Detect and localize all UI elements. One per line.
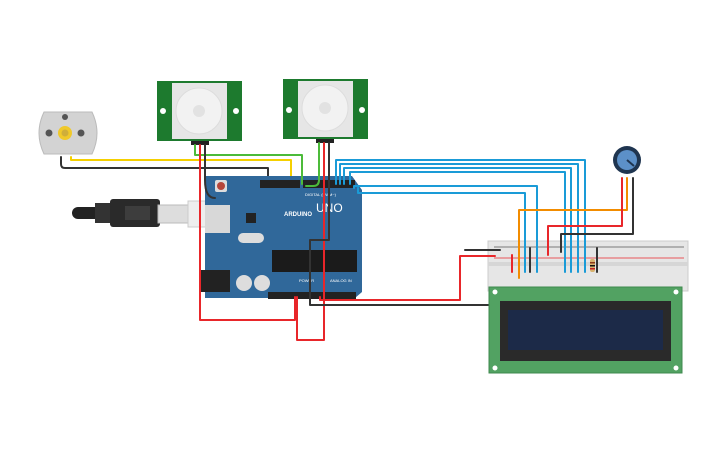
wire-blue-4[interactable]	[349, 171, 566, 273]
resistor[interactable]	[590, 259, 595, 272]
wire-yellow-motor[interactable]	[70, 156, 292, 185]
wire-black-motor[interactable]	[60, 156, 269, 185]
wire-red-pir1[interactable]	[199, 144, 296, 321]
wire-blue-5[interactable]	[353, 185, 538, 273]
arduino-uno[interactable]: ARDUINO UNO DIGITAL (PWM~) POWER ANALOG …	[200, 176, 362, 299]
digital-label: DIGITAL (PWM~)	[305, 192, 337, 197]
wire-red-pot[interactable]	[547, 177, 623, 256]
analog-label: ANALOG IN	[330, 278, 352, 283]
wire-black-pot[interactable]	[560, 177, 634, 253]
atmega-chip	[272, 250, 357, 272]
pir-sensor-1[interactable]	[157, 81, 242, 145]
usb-cable[interactable]	[72, 199, 209, 228]
wire-blue-3[interactable]	[343, 167, 572, 273]
wire-blue-1[interactable]	[335, 159, 586, 273]
wire-orange-pot[interactable]	[518, 177, 628, 279]
pir-sensor-2[interactable]	[283, 79, 368, 143]
wire-red-pir2[interactable]	[296, 142, 325, 341]
wire-green-pir2[interactable]	[305, 142, 320, 187]
wire-black-pir1[interactable]	[204, 144, 216, 199]
wire-blue-6[interactable]	[357, 187, 526, 273]
dc-motor[interactable]	[38, 111, 98, 155]
breadboard[interactable]	[487, 240, 689, 292]
wire-blue-2[interactable]	[339, 163, 579, 273]
lcd-screen	[508, 310, 663, 350]
wire-red-power[interactable]	[319, 255, 496, 301]
power-label: POWER	[299, 278, 314, 283]
potentiometer[interactable]	[613, 146, 641, 174]
lcd-16x2[interactable]	[488, 286, 683, 374]
wire-green-pir1[interactable]	[194, 144, 303, 185]
arduino-brand: ARDUINO	[284, 212, 312, 218]
